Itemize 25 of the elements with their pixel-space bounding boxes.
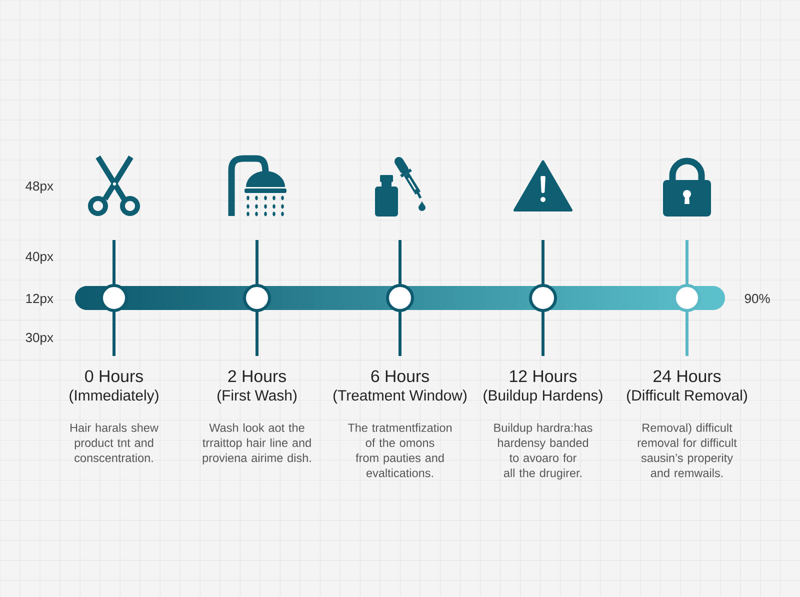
phase-label: (Immediately) [70,390,158,404]
description-text: Wash look aot the trraittop hair line and proviena airime dish. [202,423,311,464]
milestone-circle [529,284,558,312]
phase-label: (Buildup Hardens) [484,390,602,404]
milestone-circle [100,284,128,312]
milestone-circle [243,284,272,312]
size-label: 48px [26,181,54,194]
milestone-circle [386,284,414,312]
phase-label: (First Wash) [218,390,297,404]
description-text: Removal) difficult removal for difficult sausin’s properity and remwails. [638,423,737,478]
percent-label: 90% [744,294,770,304]
size-label: 12px [26,294,54,306]
milestone-circle [673,284,702,312]
time-label: 24 Hours [654,370,721,382]
description-text: Hair harals shew product tnt and conscentration. [70,423,158,462]
time-label: 6 Hours [371,370,429,382]
time-label: 0 Hours [85,370,143,382]
size-label: 40px [26,252,54,264]
time-label: 2 Hours [228,370,286,382]
phase-label: (Difficult Removal) [627,390,747,404]
size-label: 30px [26,332,54,345]
description-text: The tratmentfization of the omons from pauties and evaltications. [348,423,452,478]
phase-label: (Treatment Window) [334,390,466,404]
description-text: Buildup hardra:has hardensy banded to avoaro for all the drugirer. [494,423,592,480]
time-label: 12 Hours [510,370,577,382]
